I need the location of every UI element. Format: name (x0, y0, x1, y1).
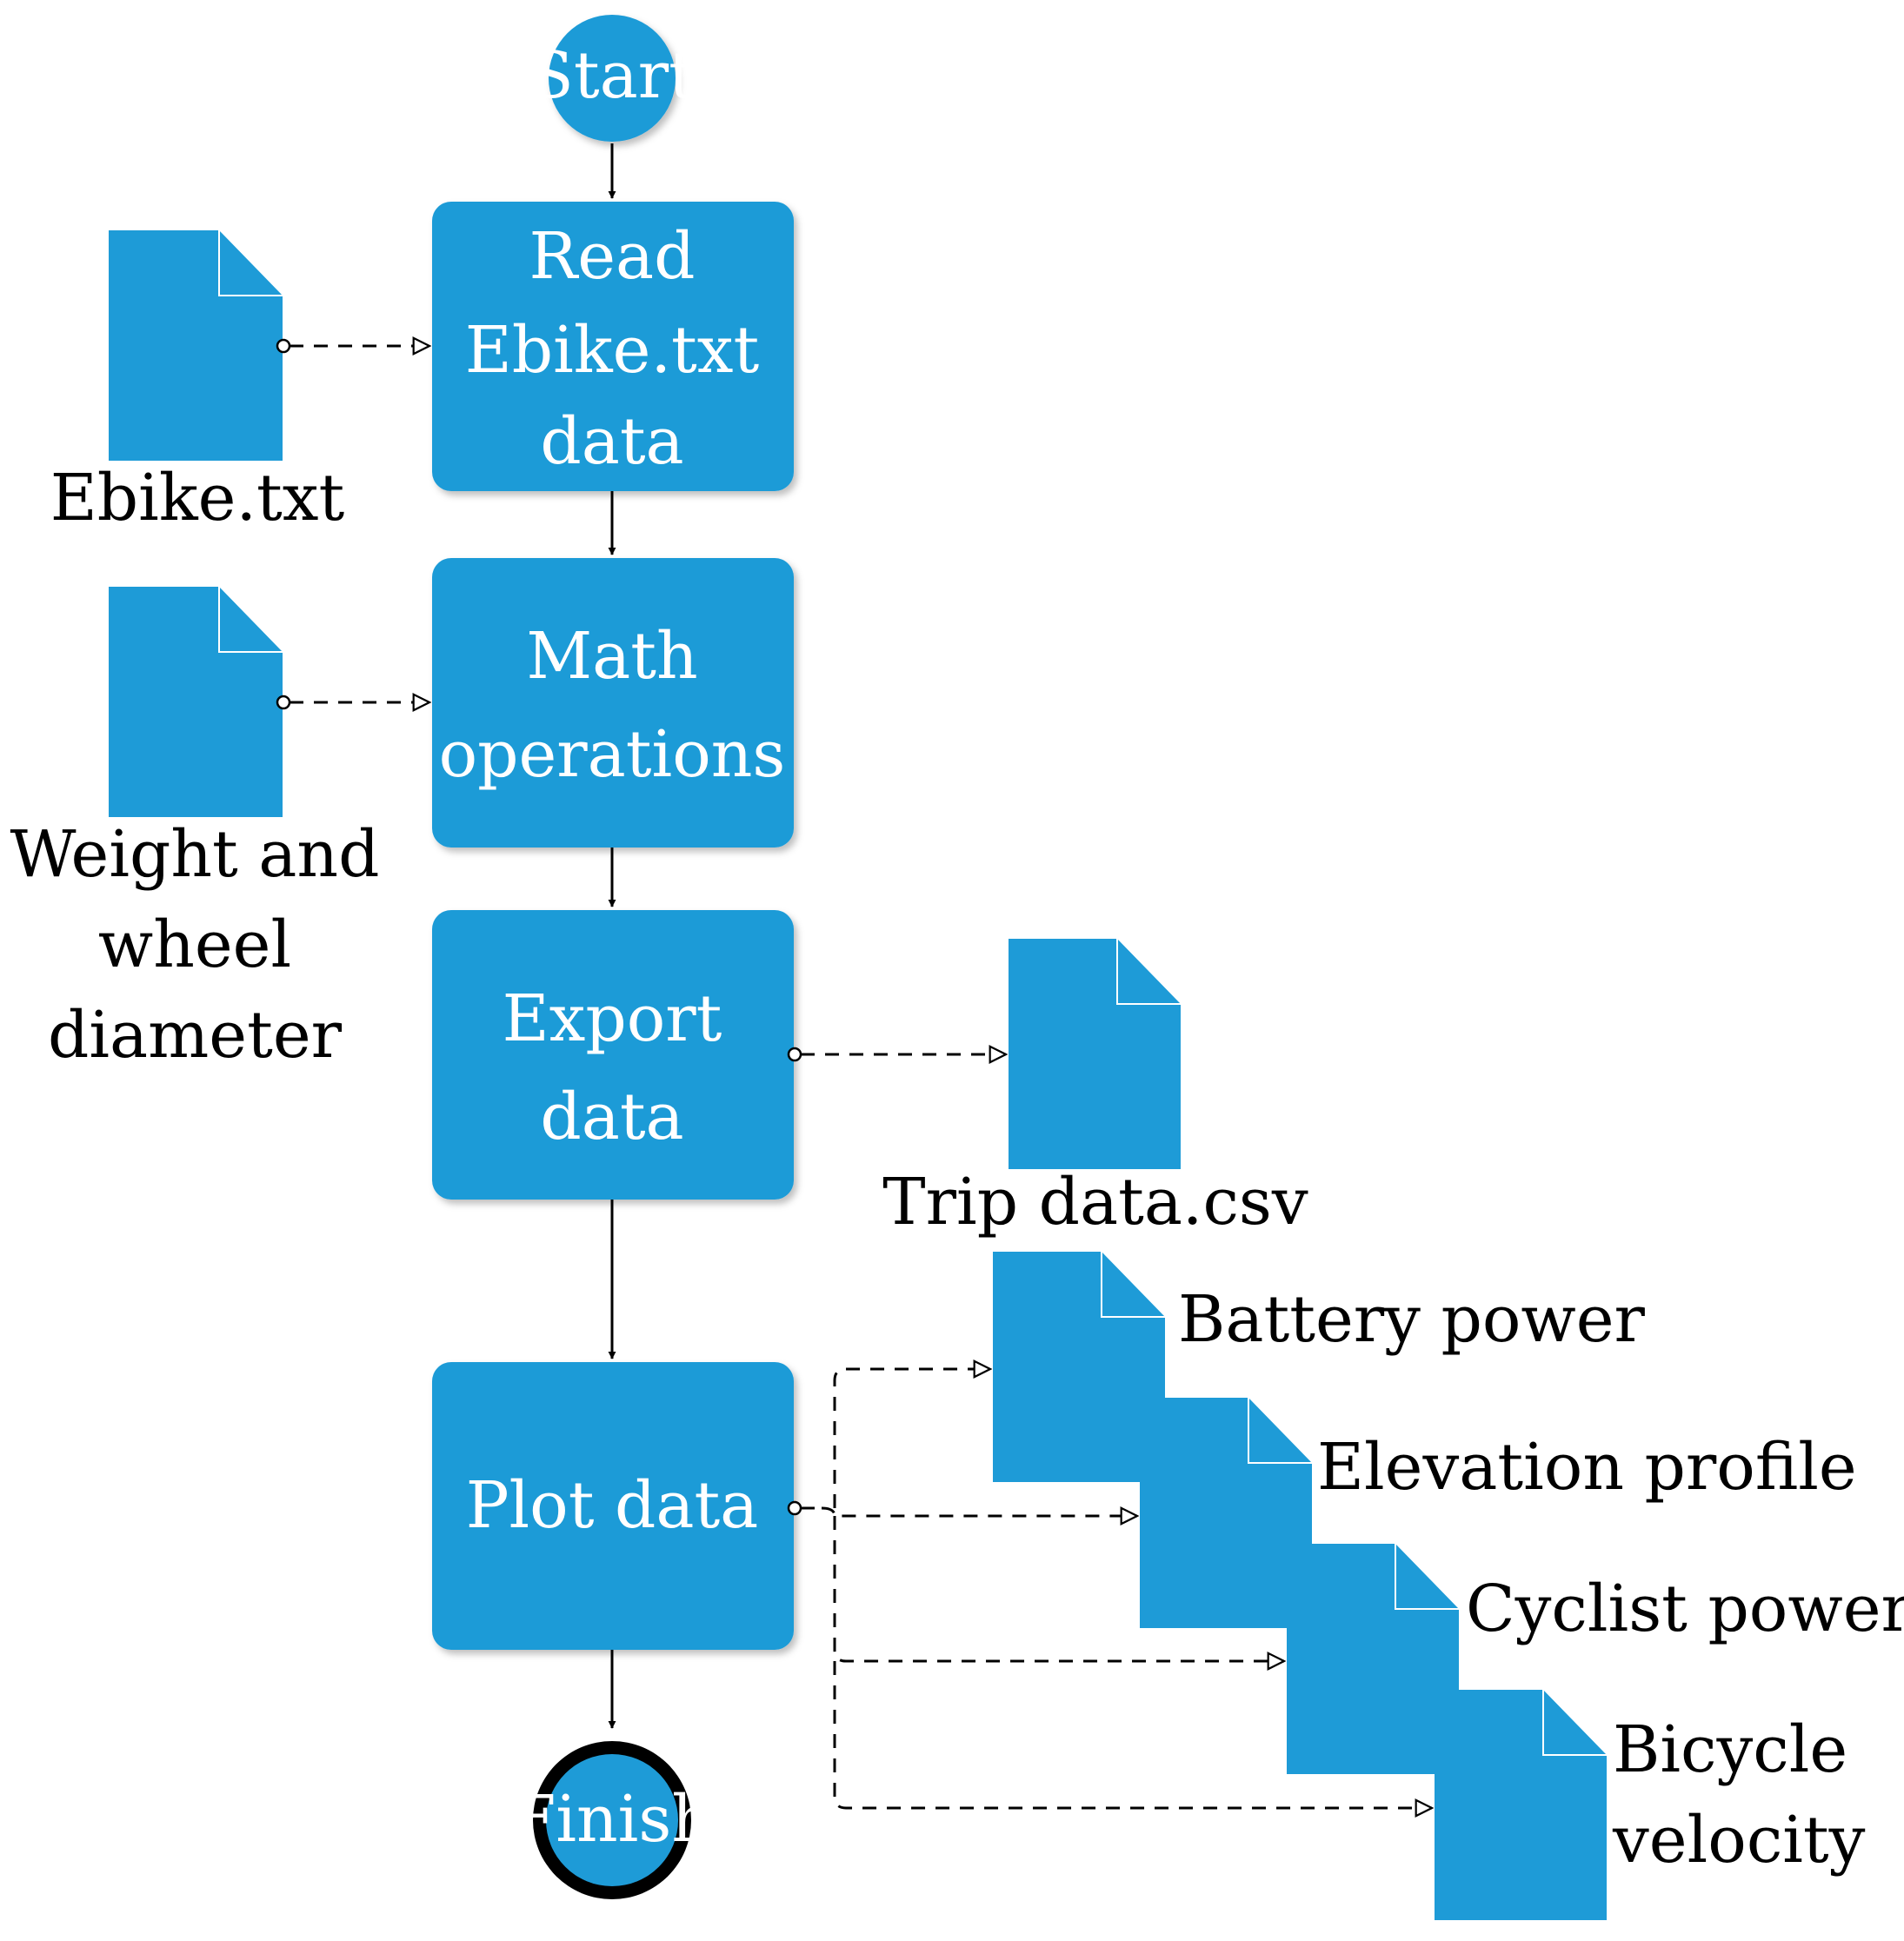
document-icon (1140, 1398, 1312, 1628)
cyclist-doc-label: Cyclist power (1466, 1572, 1904, 1646)
document-bicycle-velocity: Bicycle velocity (1435, 1690, 1866, 1920)
origin-export (787, 1047, 802, 1062)
connector-plot-velocity (833, 1661, 1432, 1808)
weight-doc-label-line3: diameter (48, 998, 343, 1073)
velocity-doc-label-line2: velocity (1612, 1803, 1866, 1878)
read-label-line3: data (540, 404, 683, 479)
connector-plot-elevation (821, 1508, 1137, 1516)
weight-doc-label-line1: Weight and (10, 817, 380, 892)
math-label-line2: operations (439, 717, 786, 792)
elevation-doc-label: Elevation profile (1317, 1430, 1857, 1505)
finish-node[interactable]: Finish (511, 1741, 713, 1899)
document-fold (1395, 1544, 1459, 1610)
document-fold (1248, 1398, 1312, 1464)
weight-doc-label-line2: wheel (98, 907, 291, 982)
document-icon (1435, 1690, 1607, 1920)
document-fold (218, 230, 283, 296)
data-connectors (290, 346, 1432, 1808)
start-label: Start (529, 38, 695, 113)
document-ebike-txt: Ebike.txt (50, 230, 345, 535)
document-elevation-profile: Elevation profile (1140, 1398, 1857, 1628)
read-label-line2: Ebike.txt (465, 313, 760, 388)
trip-doc-label: Trip data.csv (882, 1165, 1308, 1240)
origin-plot (787, 1500, 802, 1516)
document-icon (109, 230, 283, 461)
connector-origins (276, 338, 802, 1516)
math-operations-node[interactable]: Math operations (432, 558, 794, 848)
export-label-line2: data (540, 1080, 683, 1154)
plot-label: Plot data (466, 1468, 759, 1543)
document-fold (1542, 1690, 1607, 1756)
velocity-doc-label-line1: Bicycle (1613, 1712, 1847, 1787)
export-label-line1: Export (503, 981, 722, 1056)
document-fold (1116, 939, 1181, 1005)
finish-label: Finish (511, 1782, 713, 1857)
document-battery-power: Battery power (993, 1252, 1646, 1482)
connector-plot-battery (833, 1369, 990, 1508)
document-cyclist-power: Cyclist power (1287, 1544, 1904, 1774)
document-icon (1287, 1544, 1459, 1774)
document-icon (993, 1252, 1165, 1482)
start-node[interactable]: Start (529, 15, 695, 142)
export-data-node[interactable]: Export data (432, 910, 794, 1200)
origin-weight (276, 695, 291, 710)
document-fold (218, 587, 283, 653)
document-icon (1009, 939, 1181, 1169)
battery-doc-label: Battery power (1178, 1282, 1646, 1357)
math-label-line1: Math (526, 619, 697, 694)
document-fold (1101, 1252, 1165, 1318)
document-trip-data-csv: Trip data.csv (882, 939, 1308, 1240)
plot-data-node[interactable]: Plot data (432, 1362, 794, 1650)
read-data-node[interactable]: Read Ebike.txt data (432, 202, 794, 491)
document-icon (109, 587, 283, 817)
origin-ebike (276, 338, 291, 354)
document-weight-diameter: Weight and wheel diameter (10, 587, 380, 1073)
read-label-line1: Read (529, 219, 696, 294)
ebike-doc-label: Ebike.txt (50, 461, 345, 535)
connector-plot-cyclist (833, 1516, 1284, 1661)
